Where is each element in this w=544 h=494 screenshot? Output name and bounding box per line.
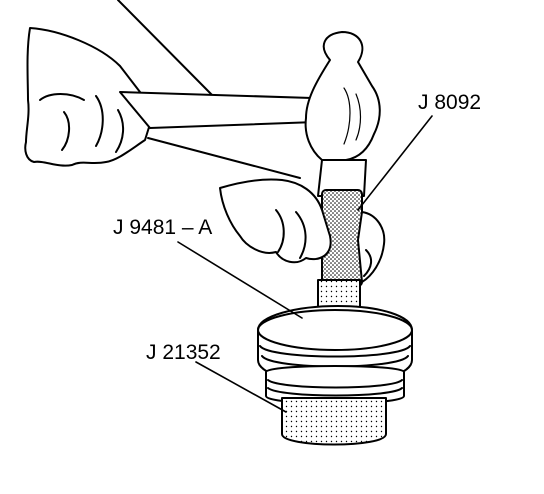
fixture-base: [281, 397, 387, 446]
leader-j21352: [195, 361, 287, 413]
arm-outline-upper: [117, 0, 216, 99]
leader-j9481a: [177, 241, 303, 319]
lower-finger-2: [295, 211, 307, 259]
leader-j8092: [357, 115, 433, 211]
hammer-head-shading: [343, 87, 362, 145]
label-j8092: J 8092: [418, 91, 482, 114]
hammer-head: [304, 31, 381, 161]
lower-hand: [219, 178, 332, 264]
hammer-neck: [317, 159, 367, 197]
flange-groove-1: [259, 345, 411, 358]
lower-finger-1: [275, 209, 285, 253]
thumb-line: [39, 93, 85, 101]
finger-line-1: [61, 111, 70, 151]
thread-line-1: [267, 379, 403, 389]
thread-line-2: [267, 387, 403, 397]
lower-thumb-crease: [363, 249, 372, 277]
upper-hand: [24, 27, 151, 167]
arm-outline-lower: [147, 137, 301, 179]
finger-line-2: [95, 95, 104, 147]
label-j9481a: J 9481 – A: [113, 216, 213, 239]
finger-line-3: [115, 109, 124, 153]
label-j21352: J 21352: [146, 341, 221, 364]
hammer-handle: [119, 91, 317, 129]
lower-thumb: [357, 211, 386, 283]
fixture-flange-top: [257, 309, 413, 351]
